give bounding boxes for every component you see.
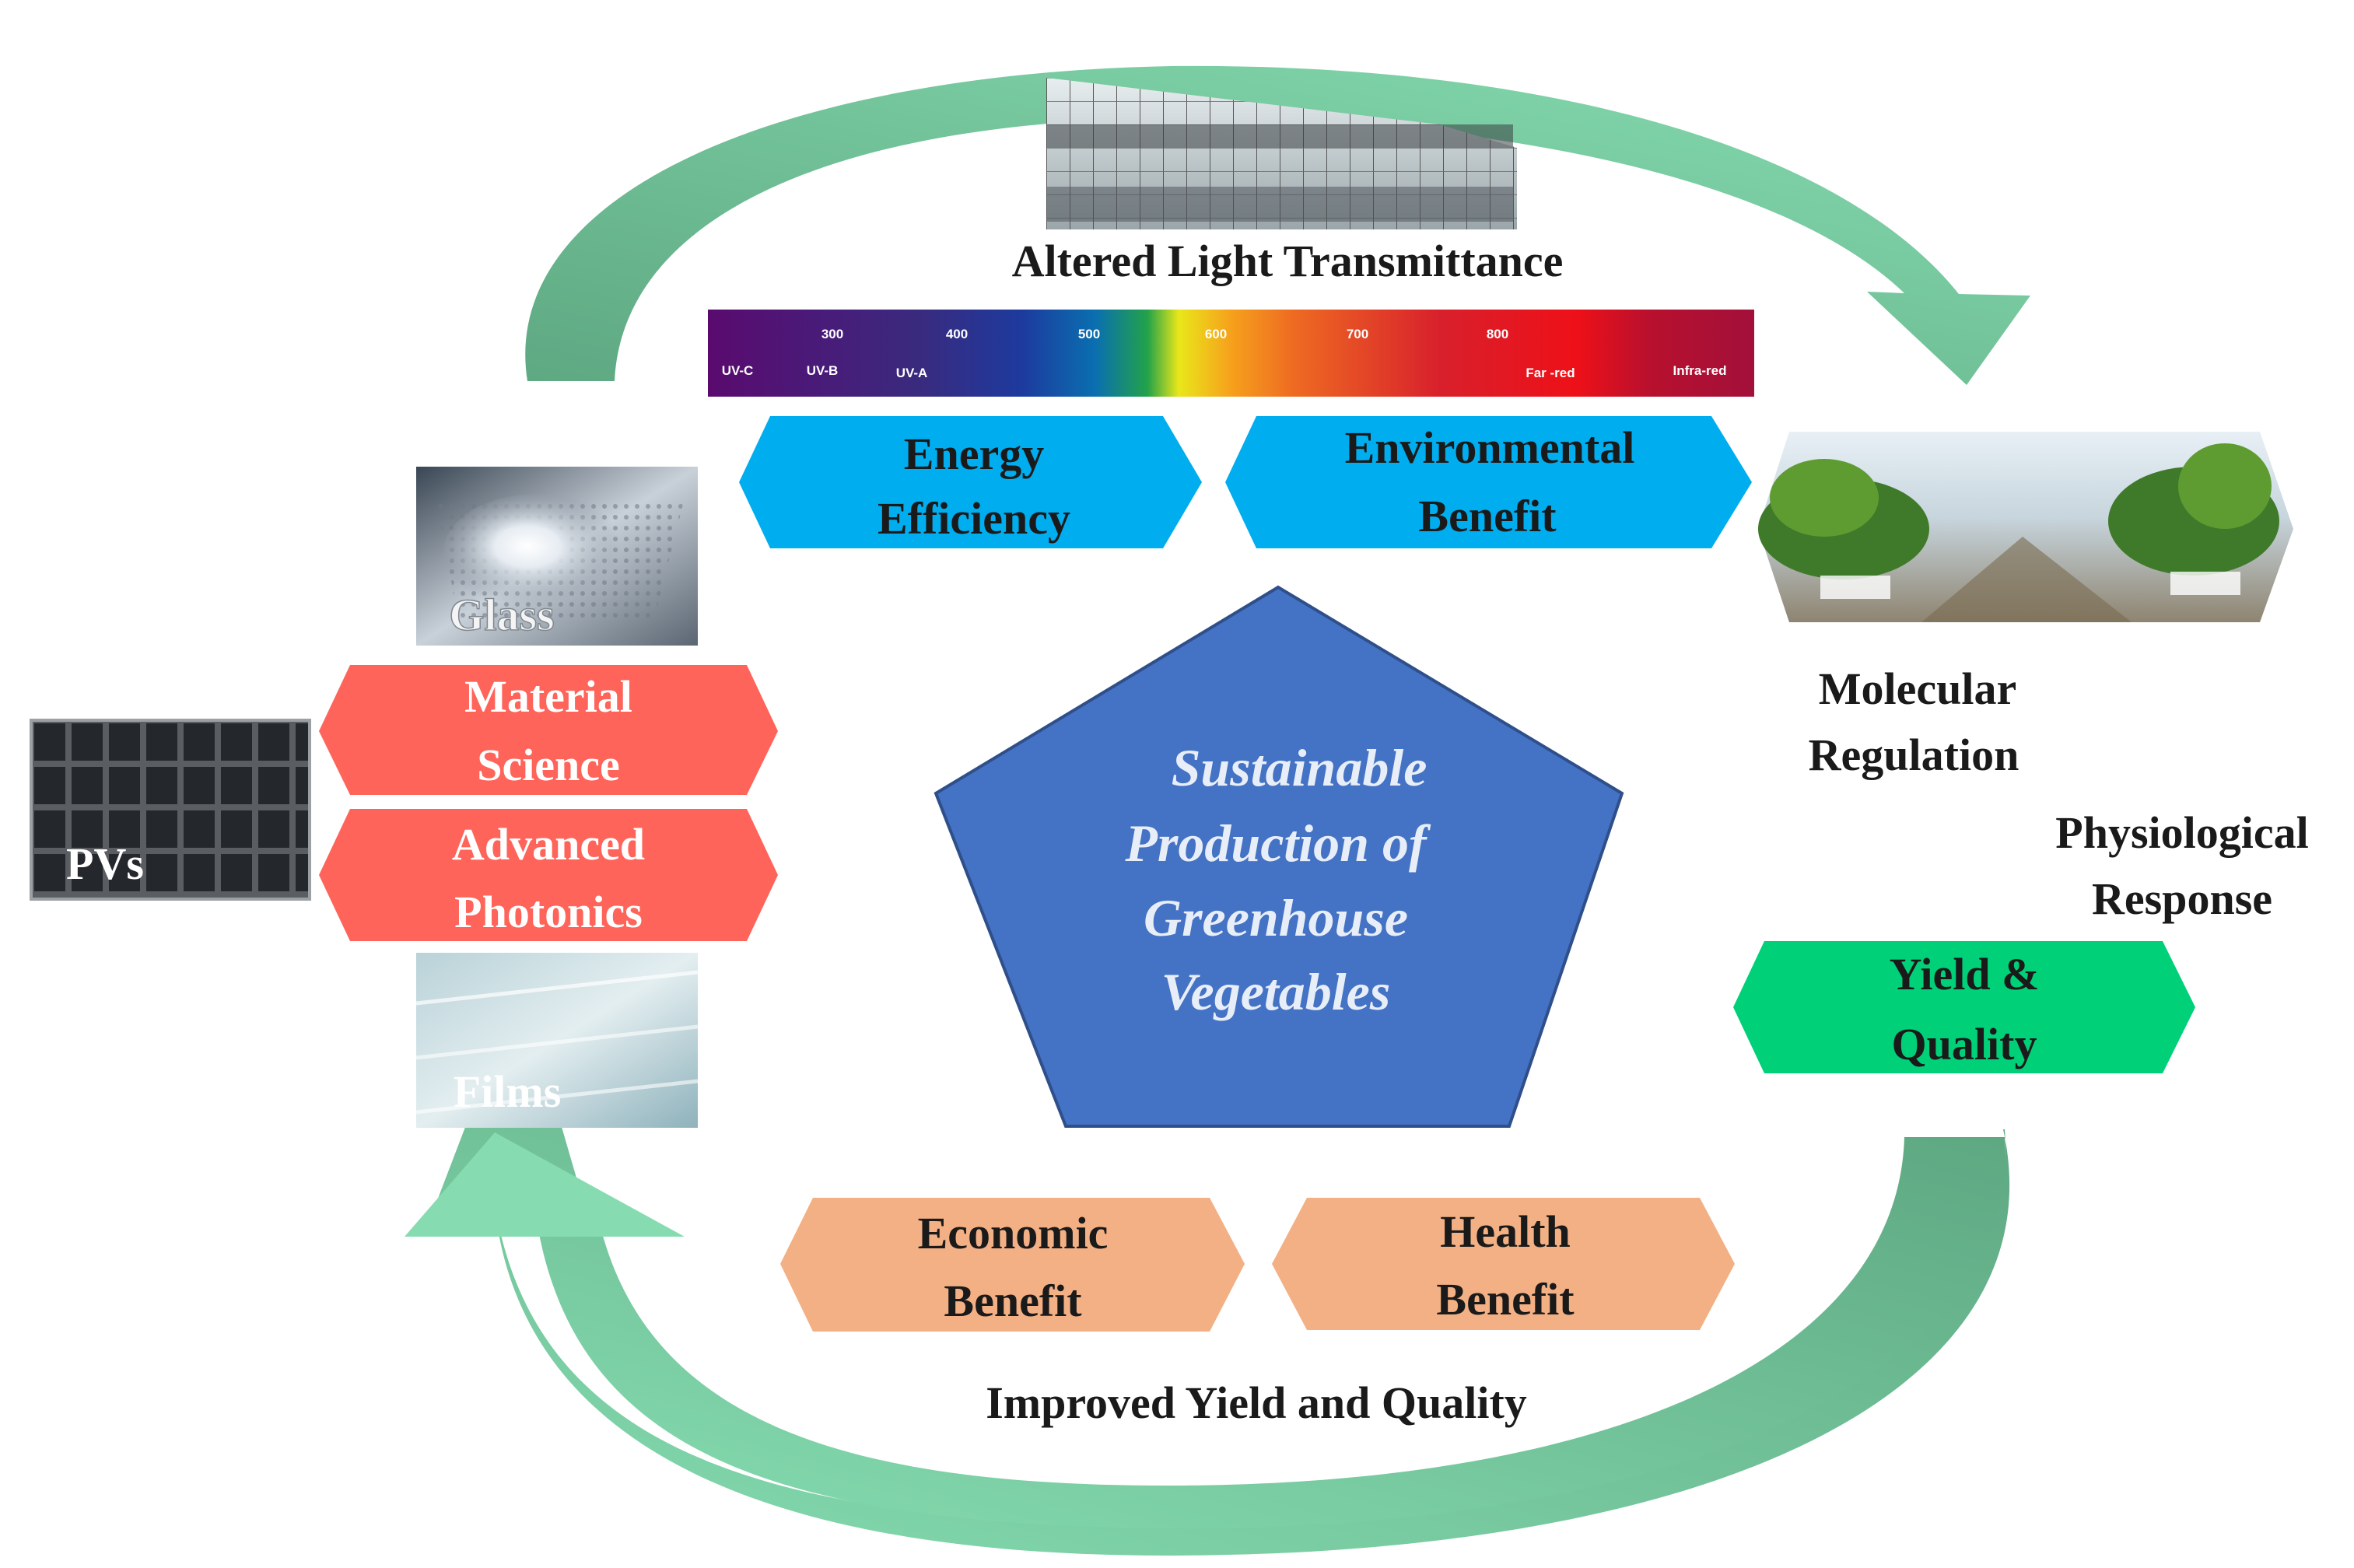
- economic-benefit-tag: Economic Benefit: [780, 1198, 1245, 1332]
- spectrum-tick-300: 300: [821, 327, 843, 341]
- environmental-benefit-tag: Environmental Benefit: [1225, 416, 1752, 548]
- physiological-line-2: Response: [2092, 873, 2272, 924]
- molecular-line-2: Regulation: [1809, 730, 2019, 780]
- spectrum-tick-500: 500: [1078, 327, 1100, 341]
- economic-benefit-line-2: Benefit: [944, 1276, 1082, 1326]
- films-photo: Films: [415, 953, 699, 1128]
- plant-greenhouse-photo: [1758, 432, 2293, 622]
- physiological-line-1: Physiological: [2055, 807, 2308, 858]
- spectrum-tick-700: 700: [1347, 327, 1368, 341]
- energy-efficiency-line-2: Efficiency: [877, 493, 1070, 544]
- spectrum-tick-800: 800: [1487, 327, 1508, 341]
- health-benefit-line-2: Benefit: [1436, 1274, 1575, 1325]
- bottom-caption: Improved Yield and Quality: [986, 1377, 1527, 1428]
- advanced-photonics-line-1: Advanced: [452, 819, 645, 870]
- physiological-response-label: Physiological Response: [2055, 807, 2308, 924]
- spectrum-tick-600: 600: [1205, 327, 1227, 341]
- pvs-label: PVs: [66, 838, 144, 889]
- spectrum-band-uvb: UV-B: [807, 363, 839, 378]
- spectrum-band-far-red: Far -red: [1526, 366, 1575, 380]
- energy-efficiency-line-1: Energy: [904, 429, 1044, 479]
- material-science-line-1: Material: [464, 671, 632, 722]
- greenhouse-photo: [1046, 78, 1517, 229]
- center-line-2: Production of: [1124, 814, 1431, 873]
- material-science-line-2: Science: [477, 740, 620, 790]
- molecular-regulation-label: Molecular Regulation: [1809, 663, 2019, 780]
- spectrum-band-uvc: UV-C: [722, 363, 754, 378]
- glass-photo: Glass: [416, 467, 698, 646]
- spectrum-band-uva: UV-A: [896, 366, 928, 380]
- top-caption: Altered Light Transmittance: [1012, 236, 1564, 286]
- energy-efficiency-tag: Energy Efficiency: [739, 416, 1202, 548]
- economic-benefit-line-1: Economic: [918, 1208, 1109, 1258]
- health-benefit-tag: Health Benefit: [1272, 1198, 1735, 1330]
- material-science-tag: Material Science: [319, 665, 778, 795]
- center-pentagon: Sustainable Production of Greenhouse Veg…: [934, 585, 1624, 1128]
- advanced-photonics-line-2: Photonics: [454, 887, 643, 937]
- films-label: Films: [454, 1066, 562, 1117]
- top-cycle-arrow: [525, 65, 2030, 385]
- center-line-1: Sustainable: [1172, 738, 1427, 797]
- spectrum-band-infra-red: Infra-red: [1673, 363, 1727, 378]
- bottom-arrow-head: [405, 1132, 685, 1237]
- pvs-photo: PVs: [30, 719, 311, 901]
- center-line-4: Vegetables: [1161, 962, 1391, 1021]
- glass-label: Glass: [449, 590, 554, 640]
- center-line-3: Greenhouse: [1144, 888, 1408, 947]
- environmental-benefit-line-1: Environmental: [1345, 422, 1635, 473]
- yield-quality-tag: Yield & Quality: [1733, 941, 2195, 1073]
- health-benefit-line-1: Health: [1440, 1206, 1571, 1257]
- light-spectrum-bar: 300 400 500 600 700 800 UV-C UV-B UV-A F…: [708, 310, 1754, 397]
- bottom-cycle-arrow: [405, 1122, 2010, 1556]
- yield-quality-line-1: Yield &: [1890, 949, 2040, 999]
- environmental-benefit-line-2: Benefit: [1418, 491, 1557, 541]
- molecular-line-1: Molecular: [1819, 663, 2016, 714]
- spectrum-tick-400: 400: [946, 327, 968, 341]
- advanced-photonics-tag: Advanced Photonics: [319, 809, 778, 941]
- yield-quality-line-2: Quality: [1892, 1019, 2037, 1069]
